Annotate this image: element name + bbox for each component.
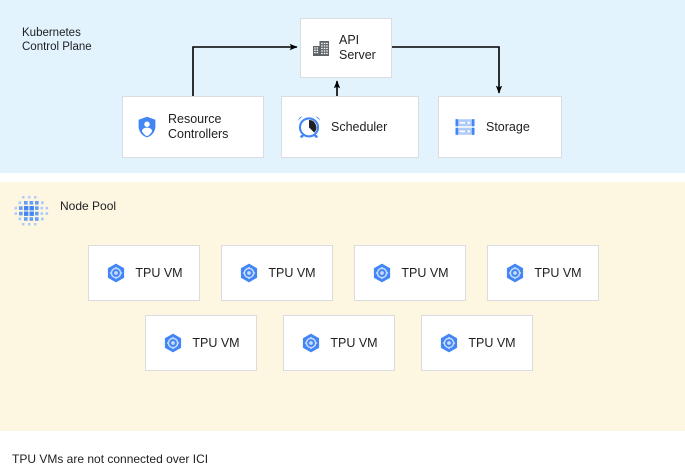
box-scheduler[interactable]: Scheduler [281,96,419,158]
tpu-vm-box[interactable]: TPU VM [421,315,533,371]
building-icon [313,41,329,56]
tpu-hexagon-icon [303,333,320,353]
tpu-vm-label: TPU VM [135,266,183,280]
tpu-vm-box[interactable]: TPU VM [283,315,395,371]
tpu-vm-box[interactable]: TPU VM [145,315,257,371]
caption-text: TPU VMs are not connected over ICI [12,452,209,466]
tpu-vm-label: TPU VM [468,336,516,350]
node-pool-label: Node Pool [60,199,117,213]
tpu-vm-box[interactable]: TPU VM [88,245,200,301]
tpu-hexagon-icon [441,333,458,353]
server-rack-icon [455,119,475,135]
tpu-vm-label: TPU VM [330,336,378,350]
tpu-vm-label: TPU VM [401,266,449,280]
tpu-hexagon-icon [165,333,182,353]
box-api-server-label: API Server [339,33,376,62]
alarm-clock-icon [298,116,320,138]
node-pool-region [0,182,685,431]
box-resource-controllers[interactable]: Resource Controllers [122,96,264,158]
dot-grid-icon [14,196,49,226]
box-scheduler-label: Scheduler [331,119,388,134]
tpu-vm-label: TPU VM [192,336,240,350]
tpu-vm-box[interactable]: TPU VM [487,245,599,301]
tpu-hexagon-icon [374,263,391,283]
box-storage-label: Storage [486,119,530,134]
tpu-hexagon-icon [241,263,258,283]
tpu-hexagon-icon [108,263,125,283]
box-resource-controllers-label: Resource Controllers [168,112,229,141]
control-plane-label: Kubernetes Control Plane [22,27,92,53]
tpu-vm-label: TPU VM [534,266,582,280]
tpu-vm-box[interactable]: TPU VM [221,245,333,301]
box-storage[interactable]: Storage [438,96,562,158]
tpu-vm-box[interactable]: TPU VM [354,245,466,301]
shield-person-icon [138,116,156,138]
tpu-hexagon-icon [507,263,524,283]
box-api-server[interactable]: API Server [300,18,392,78]
tpu-vm-label: TPU VM [268,266,316,280]
